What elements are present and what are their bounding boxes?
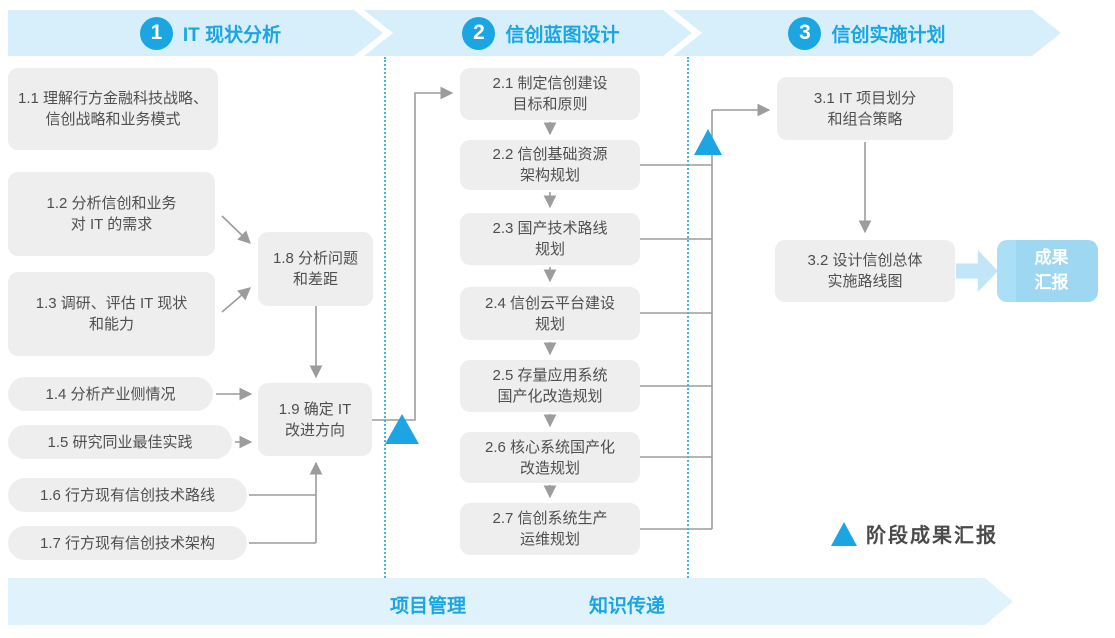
task-box-1-1: 1.1 理解行方金融科技战略、 信创战略和业务模式 — [8, 68, 218, 150]
task-box-1-6: 1.6 行方现有信创技术路线 — [8, 478, 247, 512]
task-box-2-7: 2.7 信创系统生产 运维规划 — [460, 503, 640, 555]
legend-triangle-icon — [831, 519, 857, 546]
bottom-band-label-knowledge-transfer: 知识传递 — [589, 596, 666, 617]
task-box-1-8: 1.8 分析问题 和差距 — [258, 232, 373, 306]
phase-3-title: 信创实施计划 — [831, 24, 946, 46]
task-box-2-6: 2.6 核心系统国产化 改造规划 — [460, 432, 640, 483]
connector-group — [216, 86, 872, 544]
task-box-3-1: 3.1 IT 项目划分 和组合策略 — [777, 77, 953, 140]
task-box-2-1: 2.1 制定信创建设 目标和原则 — [460, 68, 640, 120]
phase-2-title: 信创蓝图设计 — [505, 24, 620, 46]
phase-band-2: 2 信创蓝图设计 — [364, 10, 692, 56]
bottom-band — [8, 578, 1013, 625]
milestone-triangle-icon-2 — [694, 126, 722, 155]
phase-1-number-badge: 1 — [139, 16, 173, 50]
phase-3-number-badge: 3 — [788, 16, 822, 50]
phase-divider-dotted-line-2 — [687, 57, 689, 578]
task-box-3-2: 3.2 设计信创总体 实施路线图 — [775, 240, 955, 302]
task-box-1-4: 1.4 分析产业侧情况 — [8, 377, 213, 411]
task-box-1-2: 1.2 分析信创和业务 对 IT 的需求 — [8, 172, 215, 256]
milestone-triangle-icon-1 — [385, 411, 419, 444]
phase-band-3: 3 信创实施计划 — [673, 10, 1061, 56]
task-box-1-3: 1.3 调研、评估 IT 现状 和能力 — [8, 272, 215, 356]
phase-divider-dotted-line-1 — [384, 57, 386, 578]
legend-label: 阶段成果汇报 — [866, 525, 998, 547]
phase-1-title: IT 现状分析 — [182, 24, 282, 46]
phase-band-1: 1 IT 现状分析 — [8, 10, 383, 56]
task-box-2-5: 2.5 存量应用系统 国产化改造规划 — [460, 360, 640, 412]
task-box-1-9: 1.9 确定 IT 改进方向 — [258, 383, 372, 456]
task-box-2-2: 2.2 信创基础资源 架构规划 — [460, 140, 640, 190]
bottom-band-label-project-management: 项目管理 — [390, 596, 467, 617]
phase-2-number-badge: 2 — [462, 16, 496, 50]
outcome-report-box: 成果 汇报 — [997, 240, 1098, 302]
task-box-2-4: 2.4 信创云平台建设 规划 — [460, 287, 640, 340]
task-box-1-5: 1.5 研究同业最佳实践 — [8, 425, 232, 459]
task-box-1-7: 1.7 行方现有信创技术架构 — [8, 526, 247, 560]
task-box-2-3: 2.3 国产技术路线 规划 — [460, 213, 640, 265]
